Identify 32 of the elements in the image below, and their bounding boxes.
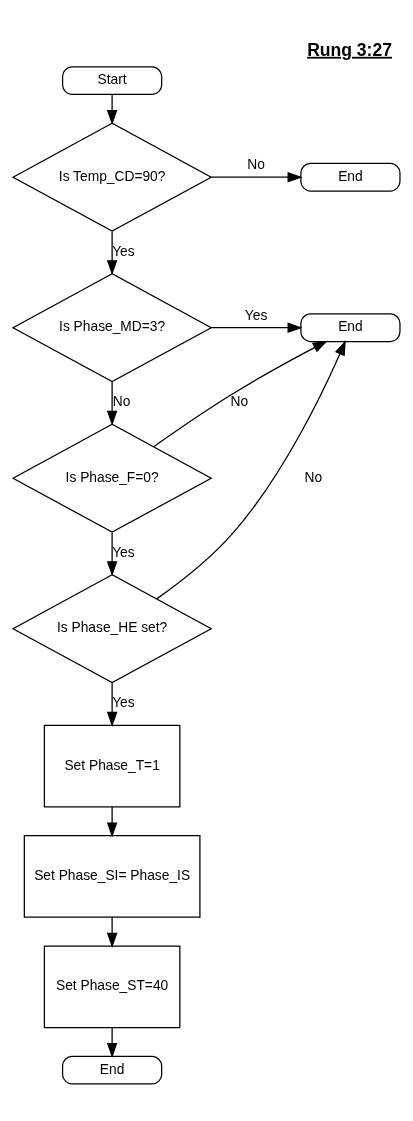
arrow: [210, 171, 303, 182]
node-diamond: Is Phase_F=0?: [11, 423, 213, 533]
edge-label: Yes: [112, 694, 135, 710]
arrow: [106, 805, 118, 837]
node-box: End: [61, 1055, 163, 1085]
arrow: [210, 321, 303, 333]
arrow: [106, 380, 118, 426]
node-diamond: Is Phase_HE set?: [11, 573, 213, 683]
arrow: [106, 916, 118, 948]
node-box: Set Phase_T=1: [43, 724, 181, 807]
arrow: [106, 93, 118, 125]
arrow: [106, 681, 118, 727]
node-box: End: [300, 162, 401, 192]
edge-label: No: [112, 393, 131, 409]
edge-label: No: [230, 393, 249, 409]
arrow: [156, 339, 346, 599]
node-box: Start: [61, 65, 163, 95]
node-box: Set Phase_SI= Phase_IS: [23, 834, 201, 918]
edge-label: Yes: [112, 544, 135, 560]
edge-label: No: [304, 469, 323, 485]
edge-label: Yes: [244, 307, 268, 323]
arrow: [153, 340, 328, 447]
arrow: [106, 1026, 118, 1058]
edge-label: No: [247, 156, 265, 172]
diagram-title: Rung 3:27: [307, 39, 392, 60]
arrow: [106, 230, 118, 275]
edge-label: Yes: [112, 243, 135, 259]
node-diamond: Is Temp_CD=90?: [11, 122, 213, 232]
node-diamond: Is Phase_MD=3?: [11, 272, 213, 382]
node-box: Set Phase_ST=40: [43, 944, 181, 1028]
arrow: [106, 531, 118, 576]
node-box: End: [300, 312, 401, 342]
